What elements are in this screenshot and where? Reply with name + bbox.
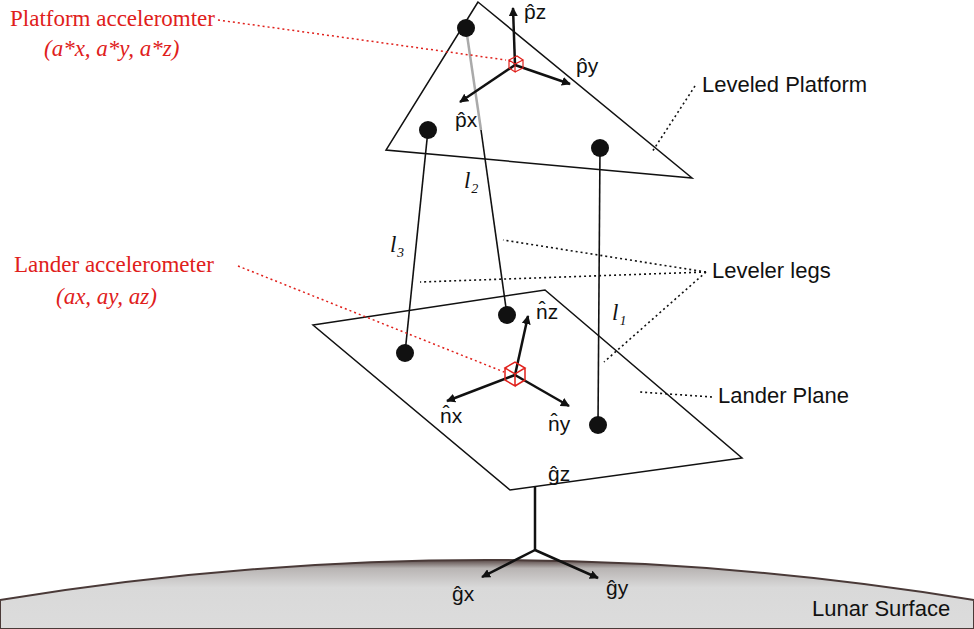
axis-label: ĝx [452,582,474,606]
leveler-legs [405,28,600,425]
vector-label: (a*x, a*y, a*z) [44,36,179,62]
lander-accelerometer-cube [505,362,525,386]
leg-label: l₃ [390,232,404,258]
leg-label: l₂ [464,168,478,194]
axis-label: n̂y [548,412,570,436]
lander-plane [313,290,742,490]
axis-label: p̂x [455,108,477,132]
leader-lines [420,86,712,397]
callout-label: Lander accelerometer [14,252,214,278]
axis-label: p̂z [524,0,546,24]
platform-accelerometer-cube [509,56,523,72]
axis-label: n̂z [536,300,558,324]
vector-label: (ax, ay, az) [56,284,157,310]
part-label: Lunar Surface [812,596,950,621]
lander-axes [447,316,569,406]
callout-label: Platform acceleromter [10,6,215,32]
lunar-surface [0,560,974,629]
red-leader-lines [218,20,506,372]
axis-label: ĝy [606,576,628,600]
leveled-platform [386,2,692,178]
part-label: Lander Plane [718,383,849,408]
leg-label: l₁ [612,300,626,326]
axis-label: n̂x [440,404,462,428]
axis-label: ĝz [548,462,570,486]
leg-joints [396,19,609,434]
axis-label: p̂y [576,54,598,78]
platform-axes [460,8,570,102]
part-label: Leveler legs [712,258,831,283]
part-label: Leveled Platform [702,72,867,97]
